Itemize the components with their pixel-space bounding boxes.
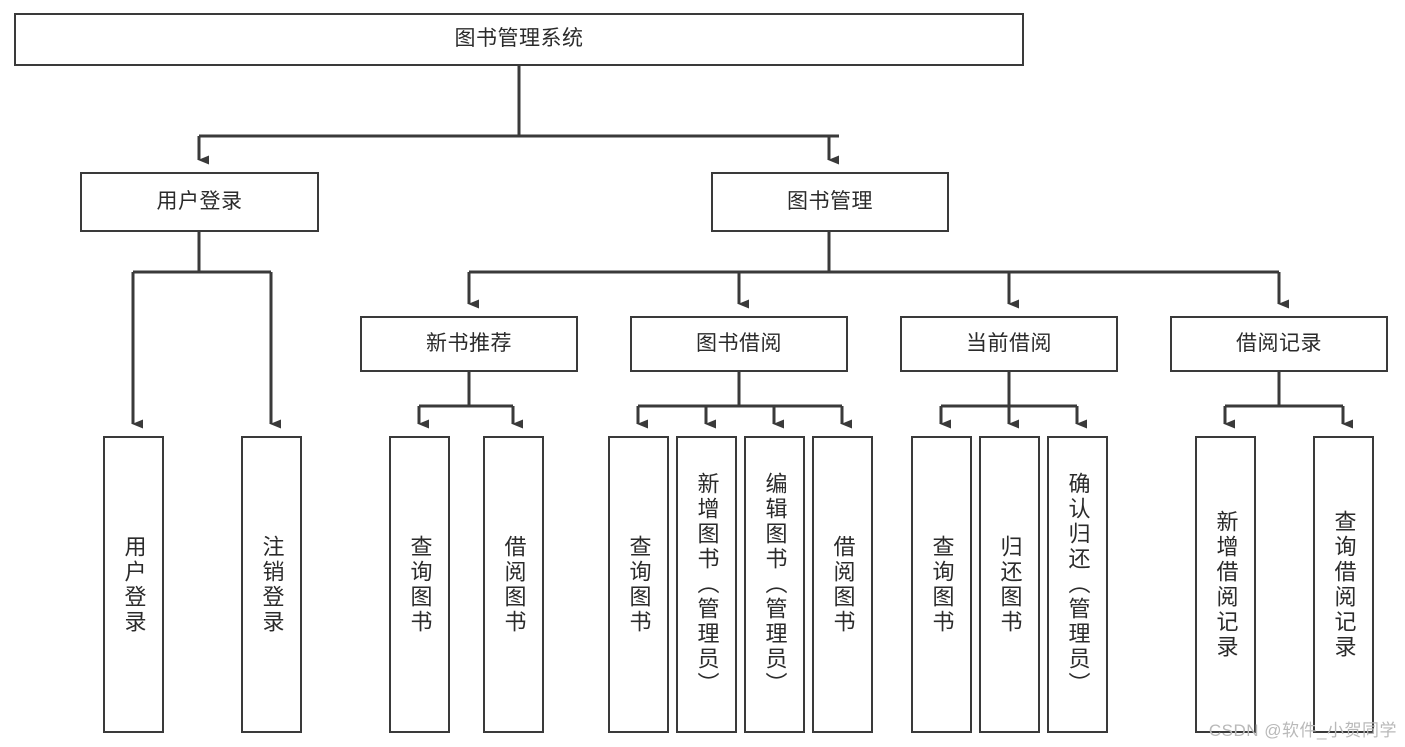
node-user-login[interactable]: 用户登录 (80, 172, 319, 232)
leaf-query-book-1[interactable]: 查询图书 (389, 436, 450, 733)
leaf-add-record[interactable]: 新增借阅记录 (1195, 436, 1256, 733)
leaf-user-logout[interactable]: 注销登录 (241, 436, 302, 733)
leaf-borrow-book-1[interactable]: 借阅图书 (483, 436, 544, 733)
node-current-borrow[interactable]: 当前借阅 (900, 316, 1118, 372)
watermark: CSDN @软件_小贺同学 (1208, 721, 1397, 740)
node-book-manage-label: 图书管理 (787, 189, 873, 213)
leaf-query-book-2[interactable]: 查询图书 (608, 436, 669, 733)
leaf-borrow-book-1-label: 借阅图书 (501, 534, 527, 635)
leaf-query-record-label: 查询借阅记录 (1331, 509, 1357, 660)
node-current-borrow-label: 当前借阅 (966, 331, 1052, 355)
leaf-query-book-3-label: 查询图书 (929, 534, 955, 635)
node-borrow-record-label: 借阅记录 (1236, 331, 1322, 355)
leaf-confirm-return-label: 确认归还（管理员） (1065, 472, 1091, 697)
node-borrow-record[interactable]: 借阅记录 (1170, 316, 1388, 372)
node-new-book-recommend[interactable]: 新书推荐 (360, 316, 578, 372)
leaf-add-record-label: 新增借阅记录 (1213, 509, 1239, 660)
node-book-manage[interactable]: 图书管理 (711, 172, 949, 232)
leaf-borrow-book-2[interactable]: 借阅图书 (812, 436, 873, 733)
leaf-user-login-label: 用户登录 (121, 534, 147, 635)
leaf-edit-book-label: 编辑图书（管理员） (762, 472, 788, 697)
leaf-user-login[interactable]: 用户登录 (103, 436, 164, 733)
node-book-borrow-label: 图书借阅 (696, 331, 782, 355)
leaf-query-book-2-label: 查询图书 (626, 534, 652, 635)
leaf-borrow-book-2-label: 借阅图书 (830, 534, 856, 635)
leaf-confirm-return[interactable]: 确认归还（管理员） (1047, 436, 1108, 733)
leaf-add-book-label: 新增图书（管理员） (694, 472, 720, 697)
node-root[interactable]: 图书管理系统 (14, 13, 1024, 66)
leaf-add-book[interactable]: 新增图书（管理员） (676, 436, 737, 733)
leaf-return-book[interactable]: 归还图书 (979, 436, 1040, 733)
leaf-query-record[interactable]: 查询借阅记录 (1313, 436, 1374, 733)
leaf-query-book-1-label: 查询图书 (407, 534, 433, 635)
node-root-label: 图书管理系统 (454, 27, 584, 51)
leaf-return-book-label: 归还图书 (997, 534, 1023, 635)
leaf-edit-book[interactable]: 编辑图书（管理员） (744, 436, 805, 733)
node-book-borrow[interactable]: 图书借阅 (630, 316, 848, 372)
leaf-query-book-3[interactable]: 查询图书 (911, 436, 972, 733)
node-new-book-recommend-label: 新书推荐 (426, 331, 512, 355)
node-user-login-label: 用户登录 (156, 189, 243, 213)
leaf-user-logout-label: 注销登录 (259, 534, 285, 635)
